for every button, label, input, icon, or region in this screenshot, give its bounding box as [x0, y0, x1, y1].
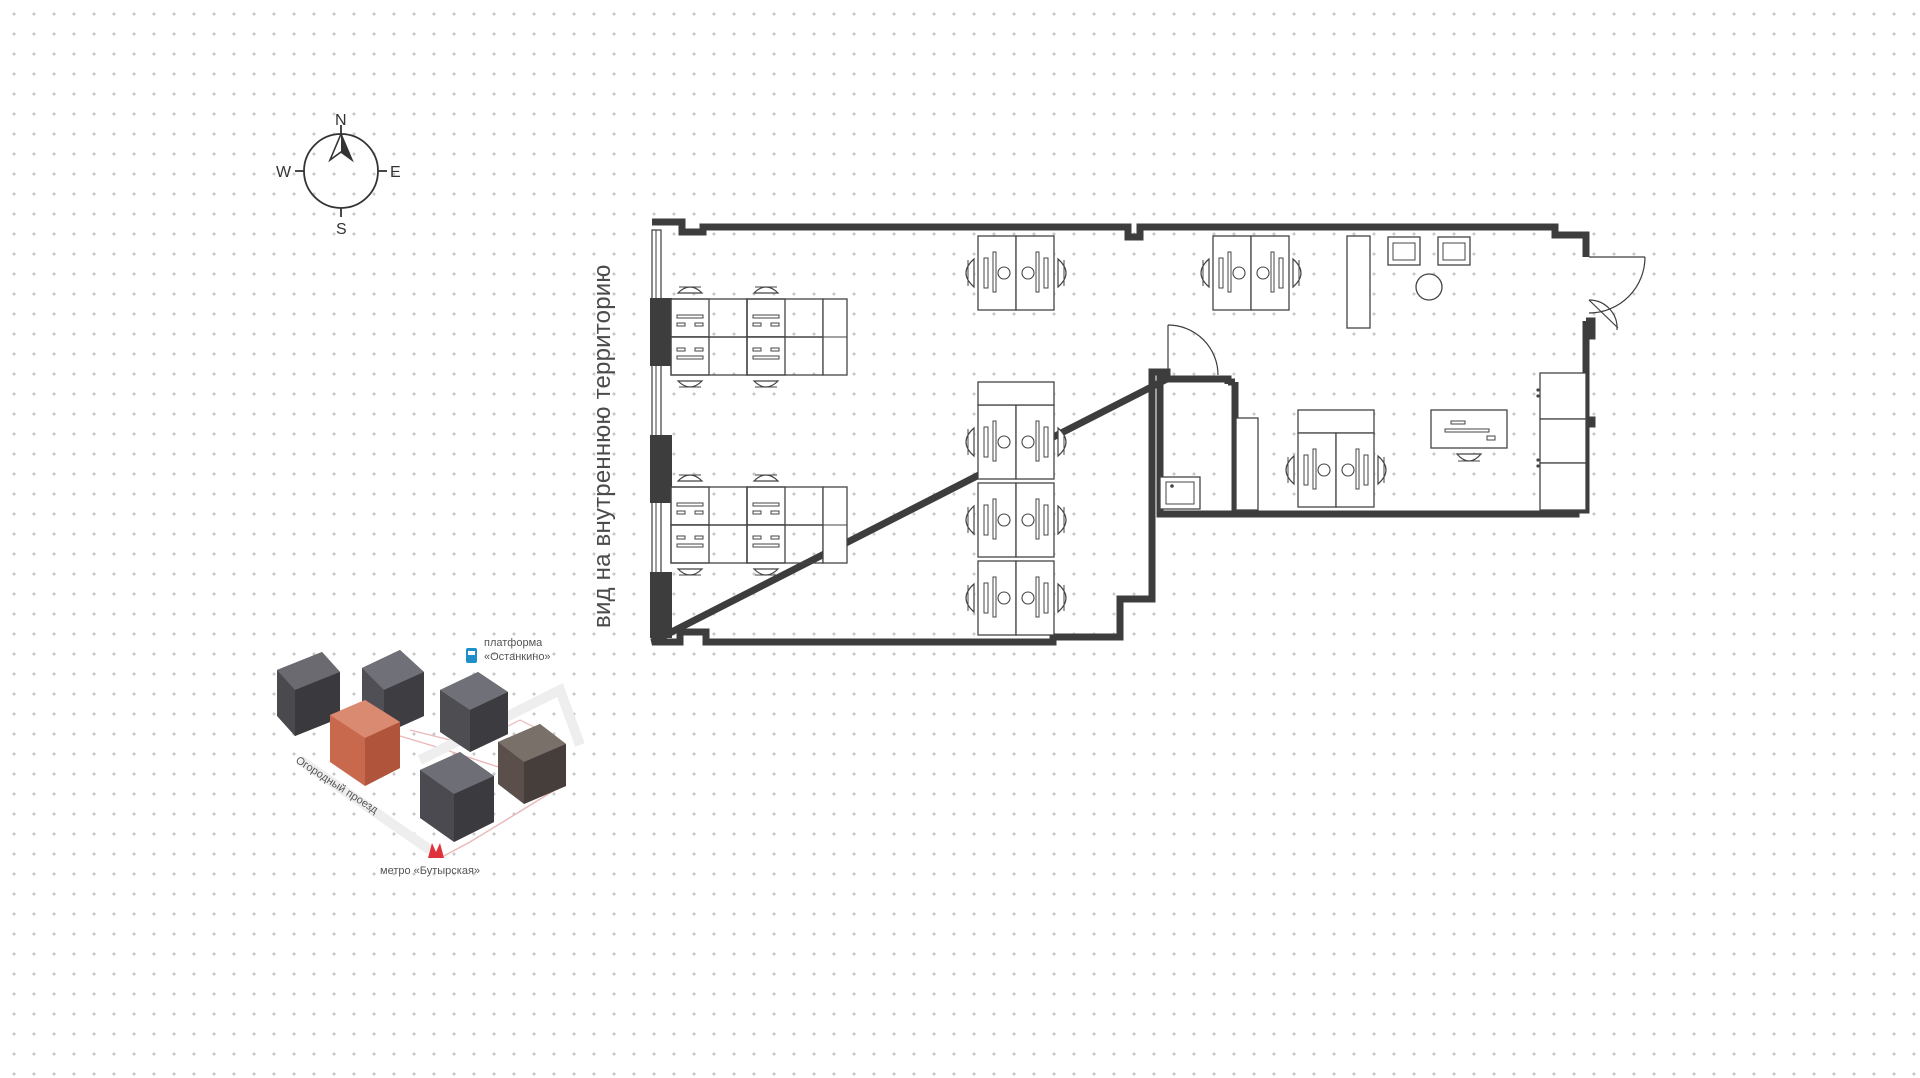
desk-pair — [965, 482, 1067, 558]
metro-label: метро «Бутырская» — [380, 865, 480, 877]
desk-pair — [965, 560, 1067, 636]
workstation-cluster — [671, 287, 847, 387]
metro-icon — [428, 843, 444, 858]
train-platform-icon — [466, 648, 477, 663]
compass: N E S W — [276, 112, 401, 238]
building — [440, 672, 508, 752]
workstation-cluster — [671, 475, 847, 575]
cabinet — [1539, 372, 1587, 420]
inner-door[interactable] — [1167, 324, 1219, 376]
building — [498, 724, 566, 804]
entry-door[interactable] — [1588, 256, 1646, 331]
desk-pair — [1285, 432, 1387, 508]
location-map: платформа «Останкино» Огородный проезд м… — [277, 637, 585, 877]
cabinet — [1539, 418, 1587, 464]
desk-pair — [1200, 235, 1302, 311]
cabinet — [1235, 417, 1259, 511]
compass-west: W — [276, 164, 292, 181]
compass-east: E — [390, 164, 401, 181]
reception-counter — [1346, 235, 1371, 329]
building-highlighted — [330, 700, 400, 786]
desk-pair — [965, 404, 1067, 480]
single-desk — [1430, 409, 1508, 462]
round-table — [1415, 273, 1443, 301]
floor-plan — [650, 218, 1646, 646]
compass-south: S — [336, 221, 347, 238]
column — [650, 572, 672, 638]
cabinet — [977, 381, 1055, 406]
column — [650, 298, 672, 366]
building — [420, 752, 494, 842]
cabinet — [1297, 409, 1375, 434]
building — [277, 652, 340, 736]
column — [650, 435, 672, 503]
platform-label-line2: «Останкино» — [484, 651, 551, 663]
platform-label-line1: платформа — [484, 637, 543, 649]
desk-pair — [965, 235, 1067, 311]
armchair-icon — [1437, 236, 1471, 266]
cabinet — [1539, 462, 1587, 511]
compass-north: N — [335, 112, 347, 129]
armchair-icon — [1387, 236, 1421, 266]
